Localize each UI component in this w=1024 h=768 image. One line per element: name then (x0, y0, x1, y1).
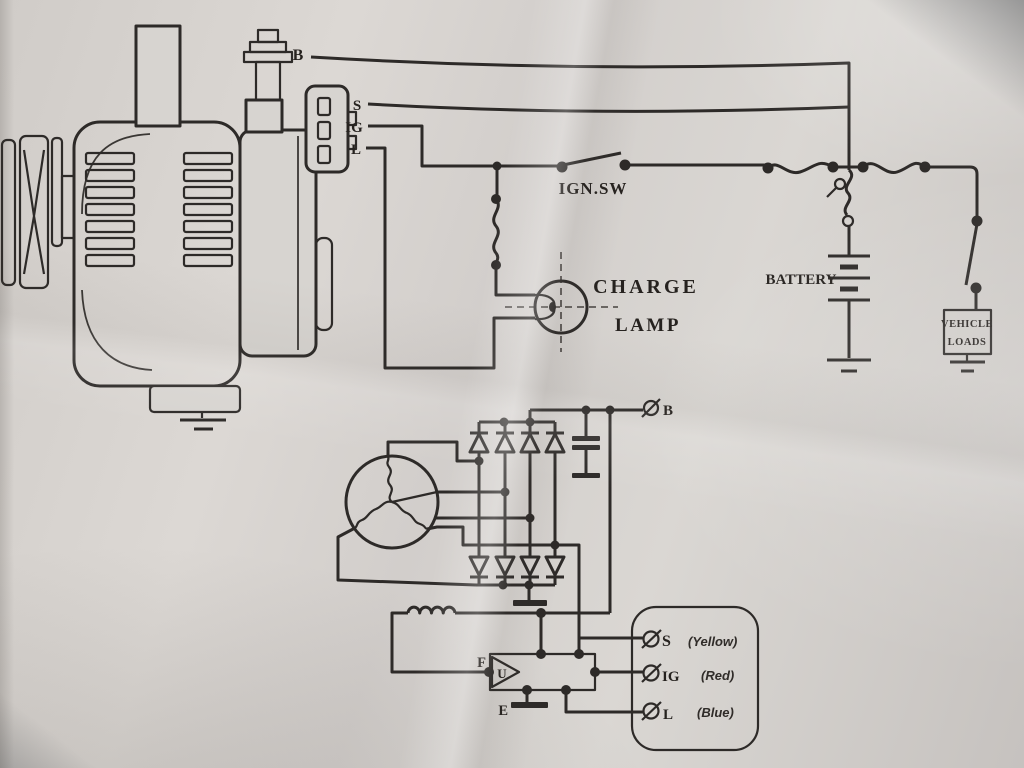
battery-label: BATTERY (766, 272, 837, 288)
output-terminal-label: B (663, 403, 673, 419)
pin-label-l: L (351, 142, 361, 158)
alternator-drawing (0, 24, 358, 431)
charge-lamp-icon (505, 252, 618, 352)
charge-lamp-label-2: LAMP (615, 315, 681, 336)
connector-terminal-group (630, 605, 760, 752)
wire-s (367, 102, 850, 113)
ignition-switch-label: IGN.SW (559, 179, 628, 198)
wire-ig (368, 124, 562, 168)
phi-terminal-icon-l (641, 701, 662, 721)
pin-label-ig: IG (345, 120, 363, 136)
ground-bar-icon (513, 600, 547, 606)
lamp-wire-color: (Blue) (697, 705, 734, 720)
phi-terminal-icon-s (641, 629, 662, 649)
ground-icon (950, 360, 985, 373)
vent-slots (84, 151, 234, 268)
b-post-label: B (293, 47, 304, 64)
ground-bar-icon (511, 702, 548, 708)
phi-terminal-icon-ig (641, 663, 662, 683)
pin-label-s: S (353, 98, 361, 114)
sense-terminal-label: S (662, 633, 671, 650)
ground-bar-icon (572, 473, 600, 478)
pulley-icon (0, 134, 76, 290)
ignition-wire-color: (Red) (701, 668, 734, 683)
ground-icon (180, 412, 226, 431)
diode-icon (468, 422, 566, 557)
vehicle-loads-label-2: LOADS (948, 337, 987, 348)
regulator-e-label: E (498, 703, 508, 719)
charge-lamp-branch (491, 161, 535, 297)
ignition-terminal-label: IG (662, 669, 680, 685)
rectifier-bridge (468, 410, 566, 606)
diode-icon (468, 555, 566, 585)
wire-l (366, 146, 535, 370)
regulator-u-label: U (497, 666, 507, 681)
vehicle-loads-label-1: VEHICLE (941, 319, 993, 330)
sense-wire-color: (Yellow) (688, 634, 737, 649)
capacitor-icon (572, 410, 600, 478)
fusible-link-icon (861, 161, 926, 174)
lamp-terminal-label: L (663, 707, 673, 723)
regulator-f-label: F (477, 655, 486, 671)
battery (762, 161, 931, 373)
ignition-switch (556, 151, 631, 173)
stator-winding (344, 454, 440, 550)
charge-lamp-label-1: CHARGE (593, 276, 699, 298)
wire-b (310, 55, 851, 170)
fusible-link-icon (766, 161, 834, 175)
fuse-squiggle-icon (492, 198, 500, 266)
coil-icon (406, 605, 457, 615)
b-post-icon (242, 28, 294, 134)
ground-icon (827, 358, 871, 373)
output-line (530, 405, 643, 613)
fusible-link-icon (843, 168, 854, 216)
phi-terminal-icon-b (641, 398, 661, 418)
